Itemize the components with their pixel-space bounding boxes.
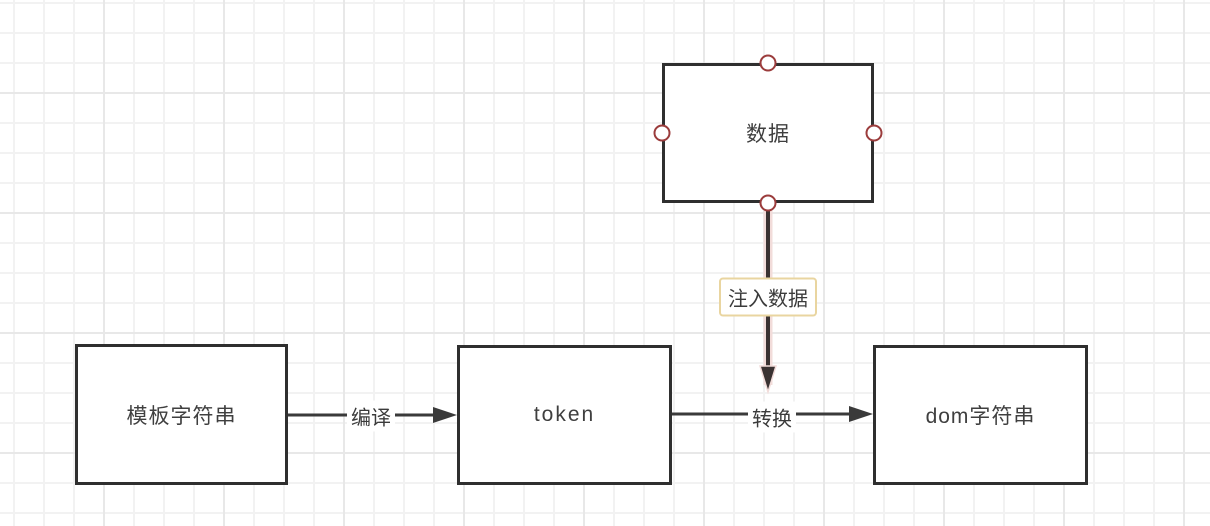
arrowhead-right-icon [433,407,457,423]
edge-label-compile[interactable]: 编译 [347,400,395,432]
node-data-label: 数据 [746,123,790,146]
node-dom-string[interactable]: dom字符串 [873,345,1088,485]
connection-handle-top-icon[interactable] [759,54,777,72]
connection-handle-left-icon[interactable] [653,124,671,142]
node-token[interactable]: token [457,345,672,485]
node-dom-string-label: dom字符串 [925,405,1036,428]
arrowhead-down-icon [758,365,778,395]
edge-label-transform[interactable]: 转换 [748,401,796,433]
edge-label-inject-data[interactable]: 注入数据 [719,277,817,317]
connection-handle-bottom-icon[interactable] [759,194,777,212]
node-data[interactable]: 数据 [662,63,874,203]
node-template-string[interactable]: 模板字符串 [75,344,288,485]
node-template-string-label: 模板字符串 [126,404,237,428]
node-token-label: token [533,403,596,426]
arrowhead-right-icon [849,406,873,422]
connection-handle-right-icon[interactable] [865,124,883,142]
